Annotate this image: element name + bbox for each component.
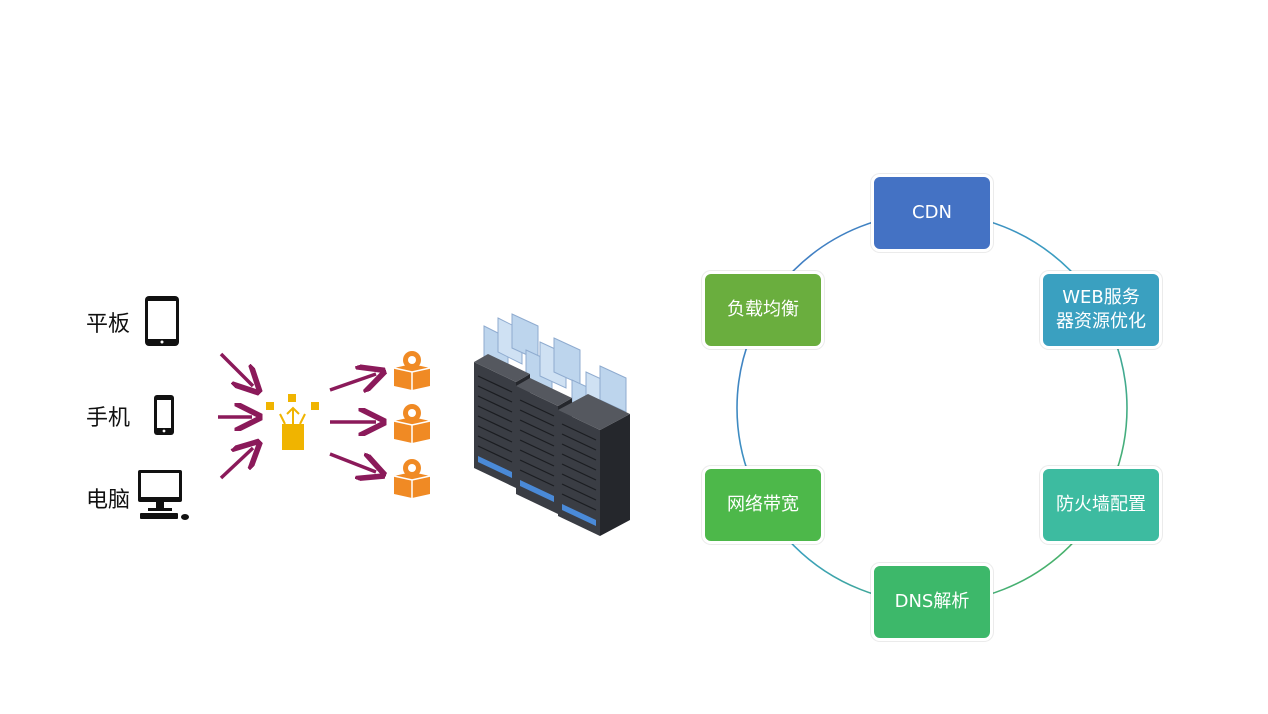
- tablet-label: 平板: [86, 312, 131, 337]
- node-web-server-optimization: WEB服务 器资源优化: [1040, 271, 1162, 349]
- node-firewall-config: 防火墙配置: [1040, 466, 1162, 544]
- phone-icon: [154, 395, 174, 435]
- incoming-arrows: [218, 352, 253, 480]
- gear-box-icon: [393, 351, 431, 390]
- computer-label: 电脑: [86, 488, 131, 513]
- gear-box-icon: [393, 459, 431, 498]
- tablet-icon: [145, 296, 179, 346]
- node-cdn: CDN: [871, 174, 993, 252]
- distribution-icon: [266, 394, 319, 450]
- node-network-bandwidth: 网络带宽: [702, 466, 824, 544]
- node-dns-resolution: DNS解析: [871, 563, 993, 641]
- desktop-computer-icon: [138, 470, 189, 520]
- node-load-balancing: 负载均衡: [702, 271, 824, 349]
- outgoing-arrows: [329, 374, 376, 472]
- server-rack-icon: [474, 313, 630, 536]
- phone-label: 手机: [86, 406, 131, 431]
- gear-box-icon: [393, 404, 431, 443]
